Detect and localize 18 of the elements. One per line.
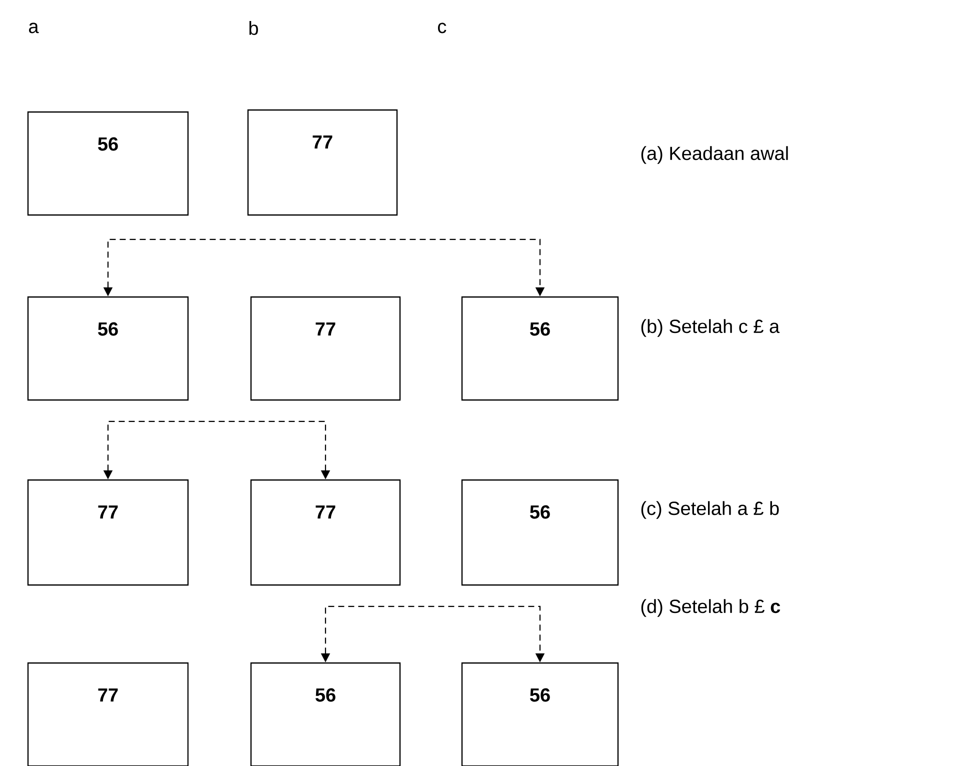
value-box: 56 <box>250 662 401 766</box>
step-caption: (c) Setelah a £ b <box>641 501 779 519</box>
value-box: 77 <box>250 479 401 586</box>
column-letter: c <box>438 22 446 34</box>
column-letter: b <box>249 21 258 35</box>
step-caption: (d) Setelah b £ c <box>641 599 780 617</box>
value-box: 56 <box>461 296 619 401</box>
step-caption: (b) Setelah c £ a <box>641 319 780 337</box>
value-box: 77 <box>250 296 401 401</box>
value-box: 77 <box>27 479 189 586</box>
column-letter: a <box>29 22 39 34</box>
value-box: 56 <box>461 662 619 766</box>
value-box: 56 <box>27 296 189 401</box>
value-box: 56 <box>27 111 189 216</box>
value-box: 77 <box>27 662 189 766</box>
step-caption: (a) Keadaan awal <box>641 146 788 164</box>
value-box: 77 <box>247 109 398 216</box>
value-box: 56 <box>461 479 619 586</box>
